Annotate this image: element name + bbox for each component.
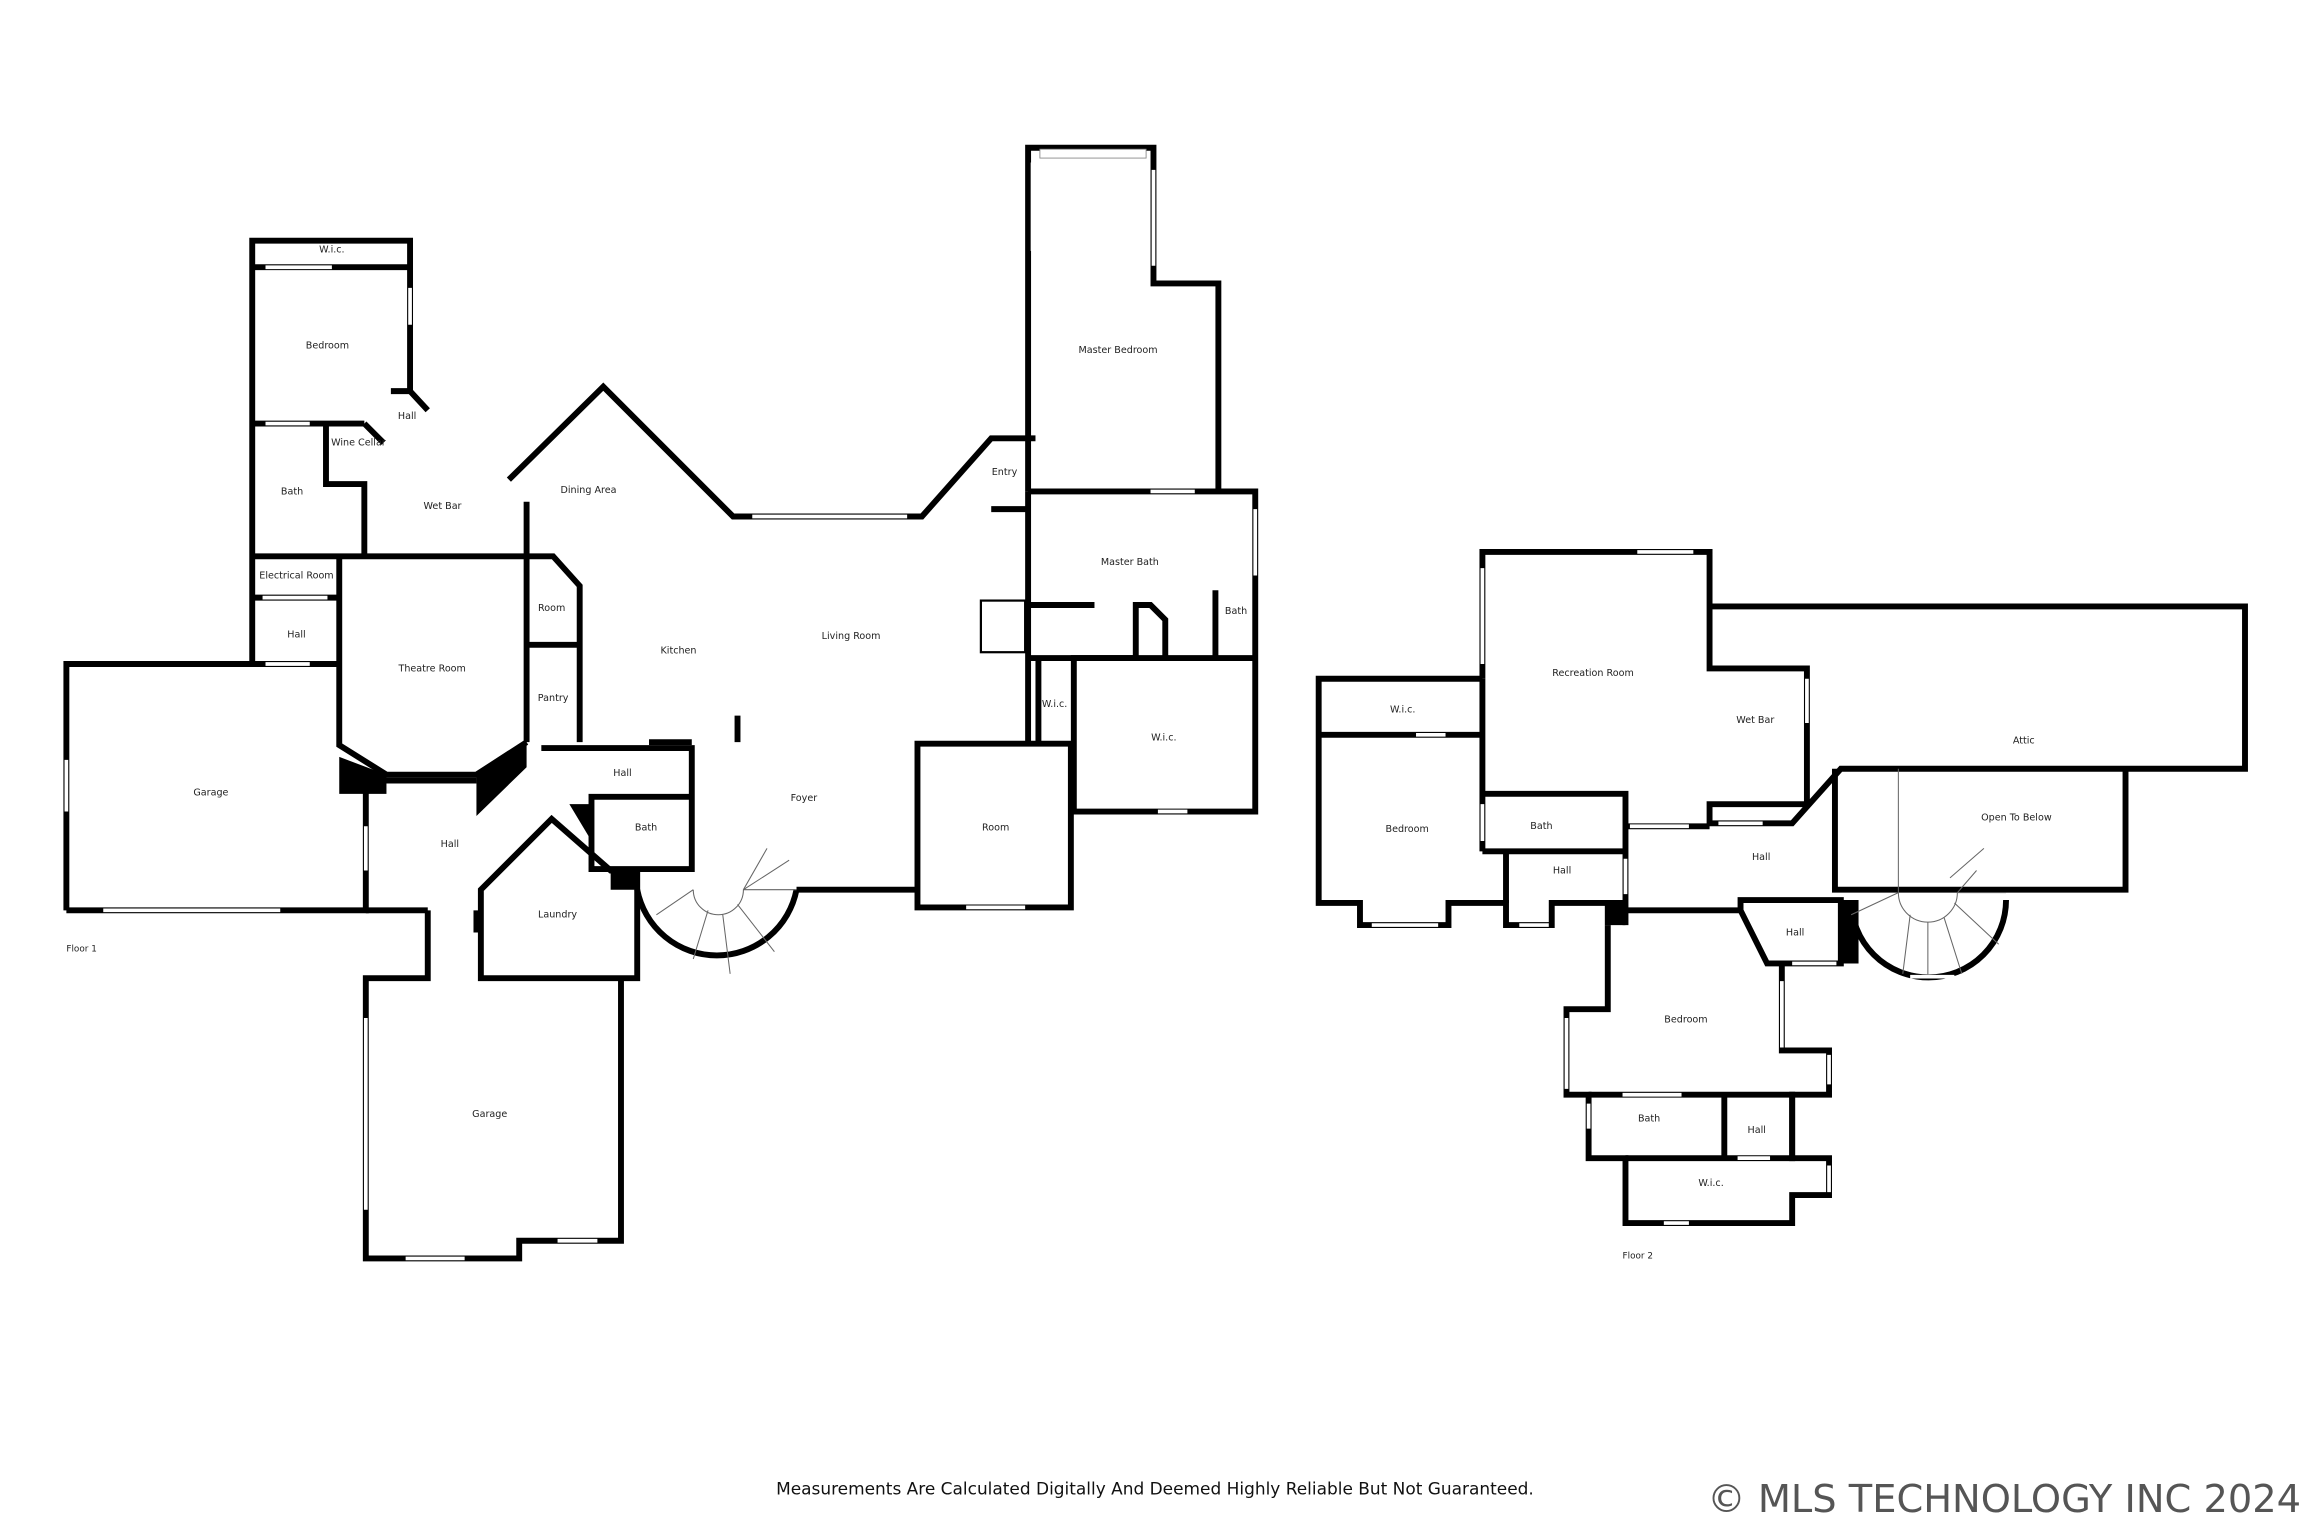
- room-label-dining-area: Dining Area: [561, 485, 617, 496]
- room-label-wet-bar: Wet Bar: [424, 501, 462, 512]
- room-label-bath: Bath: [1225, 606, 1247, 617]
- room-label-bath: Bath: [281, 486, 303, 497]
- disclaimer-text: Measurements Are Calculated Digitally An…: [776, 1478, 1534, 1498]
- room-label-hall: Hall: [1553, 865, 1571, 876]
- room-label-garage: Garage: [472, 1109, 507, 1120]
- room-label-hall: Hall: [1752, 852, 1770, 863]
- floor-2-labels: Recreation Room Wet Bar Attic W.i.c. Bed…: [1386, 668, 2052, 1262]
- room-label-bedroom: Bedroom: [306, 340, 349, 351]
- room-label-wic: W.i.c.: [1390, 705, 1415, 716]
- floor-1-label: Floor 1: [66, 945, 96, 955]
- room-label-wic: W.i.c.: [1042, 699, 1067, 710]
- room-label-master-bedroom: Master Bedroom: [1079, 345, 1158, 356]
- room-label-open-to-below: Open To Below: [1981, 812, 2052, 823]
- room-label-wine-cellar: Wine Cellar: [331, 438, 386, 449]
- room-label-theatre-room: Theatre Room: [397, 663, 465, 674]
- room-label-bath: Bath: [1530, 821, 1552, 832]
- room-label-garage: Garage: [193, 787, 228, 798]
- room-label-wic: W.i.c.: [1151, 733, 1176, 744]
- floor-2-label: Floor 2: [1623, 1251, 1653, 1261]
- room-label-bedroom: Bedroom: [1664, 1014, 1707, 1025]
- room-label-room: Room: [982, 823, 1009, 834]
- floor-1-walls: [63, 144, 1259, 1262]
- copyright-watermark: © MLS TECHNOLOGY INC 2024: [1707, 1477, 2301, 1522]
- floor-2-walls: [1315, 548, 2248, 1226]
- room-label-hall: Hall: [1748, 1125, 1766, 1136]
- room-label-kitchen: Kitchen: [661, 646, 697, 657]
- room-label-master-bath: Master Bath: [1101, 557, 1159, 568]
- room-label-room: Room: [538, 603, 565, 614]
- room-label-pantry: Pantry: [538, 693, 569, 704]
- floor-1-labels: W.i.c. Bedroom Hall Wine Cellar Bath Wet…: [66, 244, 1247, 1119]
- room-label-foyer: Foyer: [791, 793, 818, 804]
- room-label-living-room: Living Room: [822, 631, 881, 642]
- room-label-hall: Hall: [1786, 927, 1804, 938]
- room-label-recreation-room: Recreation Room: [1552, 668, 1634, 679]
- room-label-bath: Bath: [635, 823, 657, 834]
- room-label-hall: Hall: [613, 768, 631, 779]
- room-label-bedroom: Bedroom: [1386, 824, 1429, 835]
- room-label-wic: W.i.c.: [319, 244, 344, 255]
- room-label-electrical-room: Electrical Room: [259, 570, 333, 581]
- room-label-attic: Attic: [2013, 736, 2035, 747]
- room-label-wic: W.i.c.: [1698, 1178, 1723, 1189]
- room-label-wet-bar: Wet Bar: [1736, 715, 1774, 726]
- room-label-laundry: Laundry: [538, 910, 577, 921]
- room-label-bath: Bath: [1638, 1113, 1660, 1124]
- room-label-hall: Hall: [398, 411, 416, 422]
- room-label-hall: Hall: [441, 839, 459, 850]
- room-label-hall: Hall: [287, 629, 305, 640]
- room-label-entry: Entry: [992, 467, 1018, 478]
